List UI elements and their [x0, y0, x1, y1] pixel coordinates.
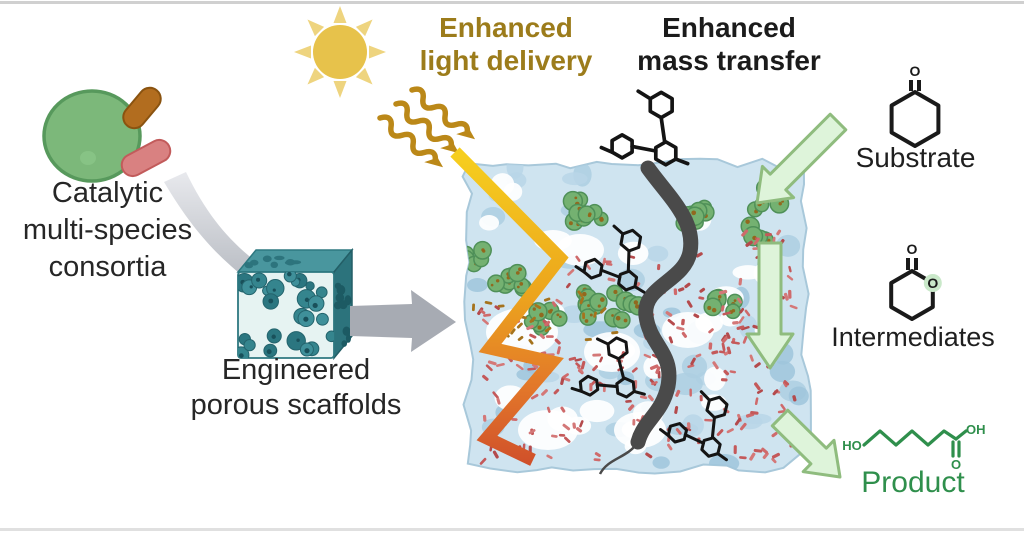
- cube-side-texture: [333, 282, 352, 347]
- atom-label: OH: [966, 422, 986, 437]
- light-path: [450, 147, 569, 466]
- substrate-label: Substrate: [855, 142, 976, 173]
- microbe-rod-brown-icon: [122, 86, 162, 130]
- atom-label: HO: [842, 438, 862, 453]
- label-line: light delivery: [419, 45, 593, 76]
- product-structure: HO OH O: [842, 422, 985, 472]
- product-out-arrow: [770, 408, 842, 479]
- consortia-label: Catalytic multi-species consortia: [0, 175, 215, 286]
- enhanced-mass-transfer-label: Enhanced mass transfer: [616, 11, 842, 77]
- molecule-cluster: [599, 89, 690, 167]
- intermediate-flow-arrow: [745, 241, 795, 370]
- enhanced-light-delivery-label: Enhanced light delivery: [394, 11, 618, 77]
- microbe-rod-pink-icon: [120, 138, 172, 178]
- label-line: multi-species: [22, 214, 193, 246]
- intermediate-structure: O O: [889, 241, 942, 321]
- consortia-icon: [42, 86, 172, 183]
- mass-transfer-path: [598, 160, 699, 475]
- consortia-to-cube-arrow: [164, 172, 266, 285]
- intermediates-label: Intermediates: [831, 322, 995, 352]
- engineered-scaffolds-label: Engineered porous scaffolds: [166, 353, 426, 423]
- label-line: porous scaffolds: [190, 389, 402, 421]
- label-line: Engineered: [221, 354, 371, 386]
- label-line: Enhanced: [662, 12, 796, 43]
- substrate-structure: O: [889, 63, 941, 148]
- substrate-in-arrow: [755, 112, 848, 205]
- bottom-border-line: [0, 528, 1024, 531]
- label-line: Enhanced: [439, 12, 573, 43]
- cube-top-texture: [244, 255, 302, 269]
- porous-scaffold-cube: [236, 247, 354, 361]
- label-line: Catalytic: [51, 177, 164, 209]
- microbe-cell-icon: [42, 89, 142, 183]
- atom-label: O: [907, 241, 918, 257]
- cube-to-scaffold-arrow: [350, 290, 456, 352]
- top-border-line: [0, 1, 1024, 4]
- atom-label: O: [927, 275, 938, 291]
- product-label: Product: [861, 466, 965, 499]
- sun-icon: [294, 6, 386, 98]
- atom-label: O: [910, 63, 921, 79]
- cube-pore-texture: [238, 272, 334, 358]
- label-line: consortia: [48, 251, 167, 283]
- label-line: mass transfer: [637, 45, 821, 76]
- atom-label: O: [951, 457, 961, 472]
